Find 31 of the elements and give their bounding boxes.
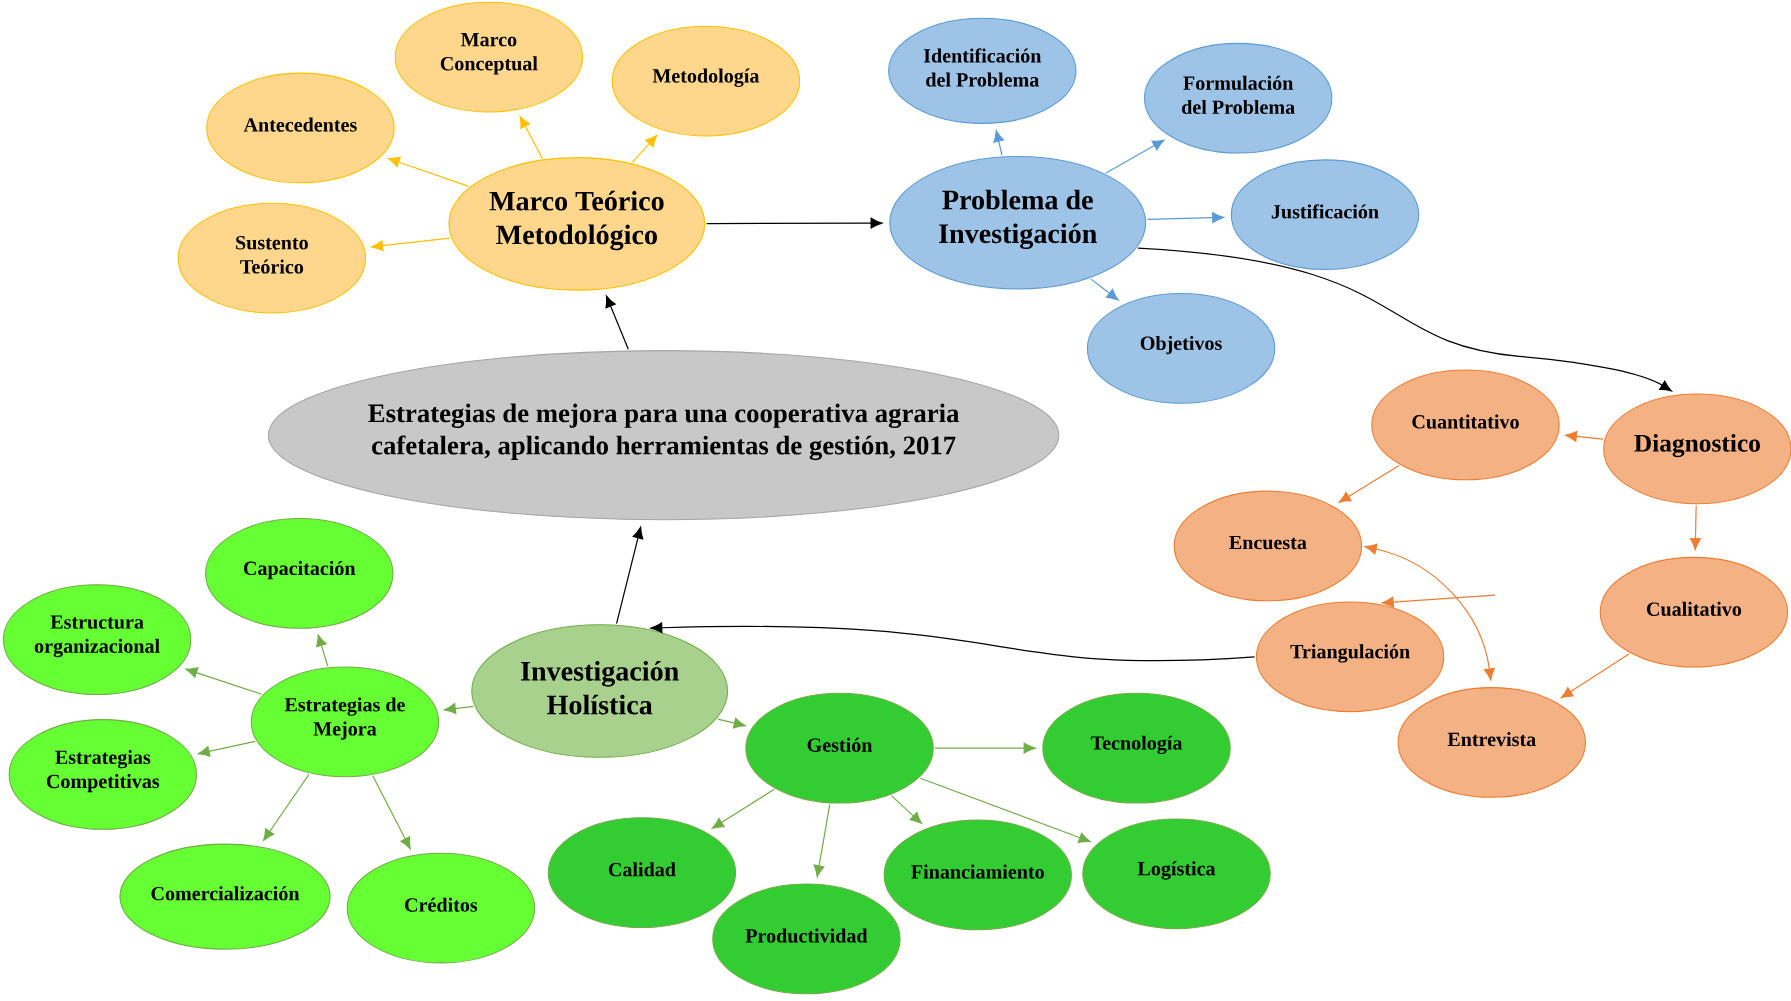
arrow	[1381, 594, 1496, 608]
arrow	[711, 788, 775, 829]
arrow	[631, 135, 658, 164]
arrow	[919, 777, 1091, 844]
arrow	[605, 295, 629, 351]
arrow	[813, 804, 831, 878]
arrow	[371, 237, 451, 252]
arrow	[1105, 139, 1165, 174]
arrow	[1338, 465, 1400, 503]
arrow	[387, 157, 470, 188]
arrow	[717, 718, 746, 729]
arrow	[993, 130, 1005, 156]
arrow	[934, 742, 1036, 754]
curved-arrow	[650, 622, 1256, 662]
arrow	[197, 740, 256, 757]
arrow	[316, 634, 329, 667]
arrow	[890, 795, 923, 825]
arrow	[519, 116, 543, 160]
arrow	[1090, 278, 1119, 301]
arrow	[185, 667, 263, 696]
arrow	[444, 703, 474, 715]
arrow	[1146, 212, 1225, 224]
arrow	[1690, 505, 1701, 551]
arrow	[1560, 653, 1630, 699]
curved-arrow	[1364, 543, 1495, 681]
curved-arrow	[1137, 247, 1672, 392]
arrow	[615, 526, 644, 625]
arrow	[372, 775, 411, 850]
arrow	[263, 773, 310, 842]
arrow	[706, 217, 883, 229]
arrow	[1565, 431, 1604, 442]
